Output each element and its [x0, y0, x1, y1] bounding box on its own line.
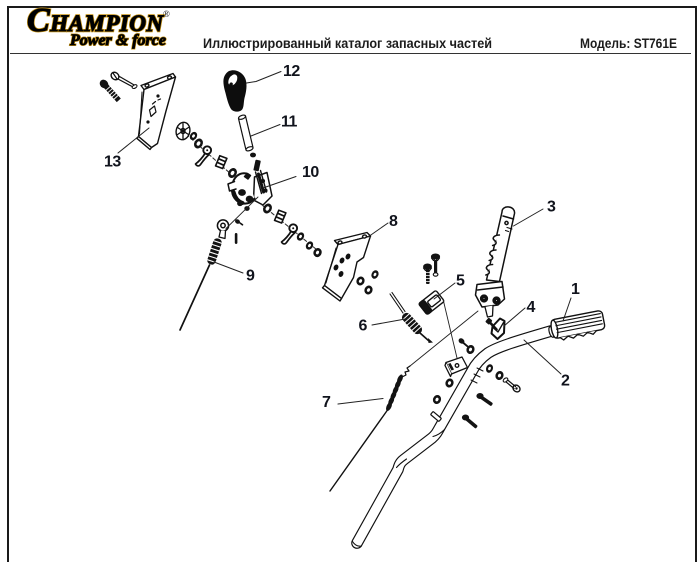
svg-text:8: 8 [389, 213, 398, 230]
svg-text:10: 10 [302, 164, 319, 181]
svg-text:Иллюстрированный каталог запас: Иллюстрированный каталог запасных частей [203, 35, 492, 51]
svg-text:Модель: ST761E: Модель: ST761E [580, 36, 677, 51]
svg-text:3: 3 [547, 199, 556, 216]
svg-text:12: 12 [283, 63, 300, 80]
svg-text:13: 13 [104, 154, 121, 171]
svg-text:9: 9 [246, 268, 255, 285]
svg-text:6: 6 [359, 318, 368, 335]
svg-text:1: 1 [571, 281, 580, 298]
svg-text:4: 4 [527, 299, 536, 316]
svg-text:5: 5 [456, 273, 465, 290]
svg-text:2: 2 [561, 373, 570, 390]
svg-text:7: 7 [322, 394, 331, 411]
svg-text:Power & force: Power & force [69, 32, 166, 49]
svg-text:®: ® [163, 9, 170, 19]
svg-text:Power & force: Power & force [69, 32, 166, 49]
svg-text:11: 11 [281, 114, 298, 131]
